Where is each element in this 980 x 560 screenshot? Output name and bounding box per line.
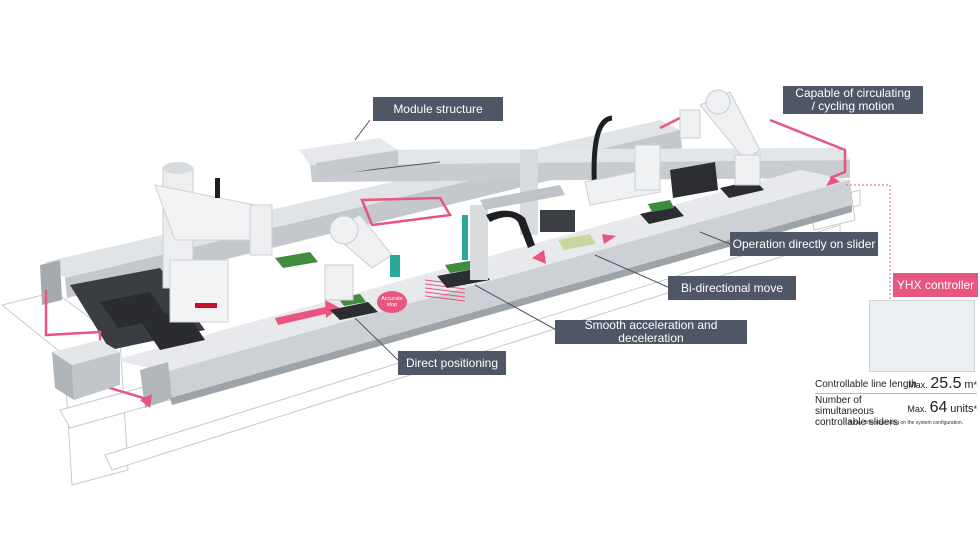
line-length-value: Max. 25.5 m*: [908, 375, 977, 392]
accurate-stop-badge: Accurate stop: [377, 291, 407, 313]
line-length-label: Controllable line length: [815, 379, 917, 390]
smooth-acceleration-callout: Smooth acceleration and deceleration: [555, 319, 747, 345]
corner-module: [52, 340, 120, 400]
articulated-robot-right: [679, 89, 761, 186]
articulated-robot-mid: [324, 214, 400, 301]
sliders-label: Number of simultaneous controllable slid…: [815, 395, 898, 428]
motion-arrows: [140, 176, 840, 408]
controller-title: YHX controller: [893, 273, 978, 297]
operation-on-slider-callout: Operation directly on slider: [730, 232, 878, 256]
scara-robot-right: [584, 115, 718, 206]
sliders-row: Number of simultaneous controllable slid…: [815, 395, 977, 428]
scara-robot-left: [154, 162, 273, 323]
direct-positioning-callout: Direct positioning: [398, 351, 506, 375]
circulating-motion-callout: Capable of circulating / cycling motion: [783, 86, 923, 114]
line-length-row: Controllable line length Max. 25.5 m*: [815, 375, 977, 394]
bidirectional-move-callout: Bi-directional move: [668, 276, 796, 300]
controller-footnote: * It may differ depending on the system …: [845, 420, 964, 426]
gantry: [462, 150, 575, 280]
floating-module: [298, 138, 398, 178]
circulation-path: [44, 116, 847, 402]
connector-lines: [324, 119, 731, 363]
controller-image-frame: [869, 300, 975, 372]
module-structure-callout: Module structure: [373, 97, 503, 121]
sliders-value: Max. 64 units*: [907, 399, 977, 416]
